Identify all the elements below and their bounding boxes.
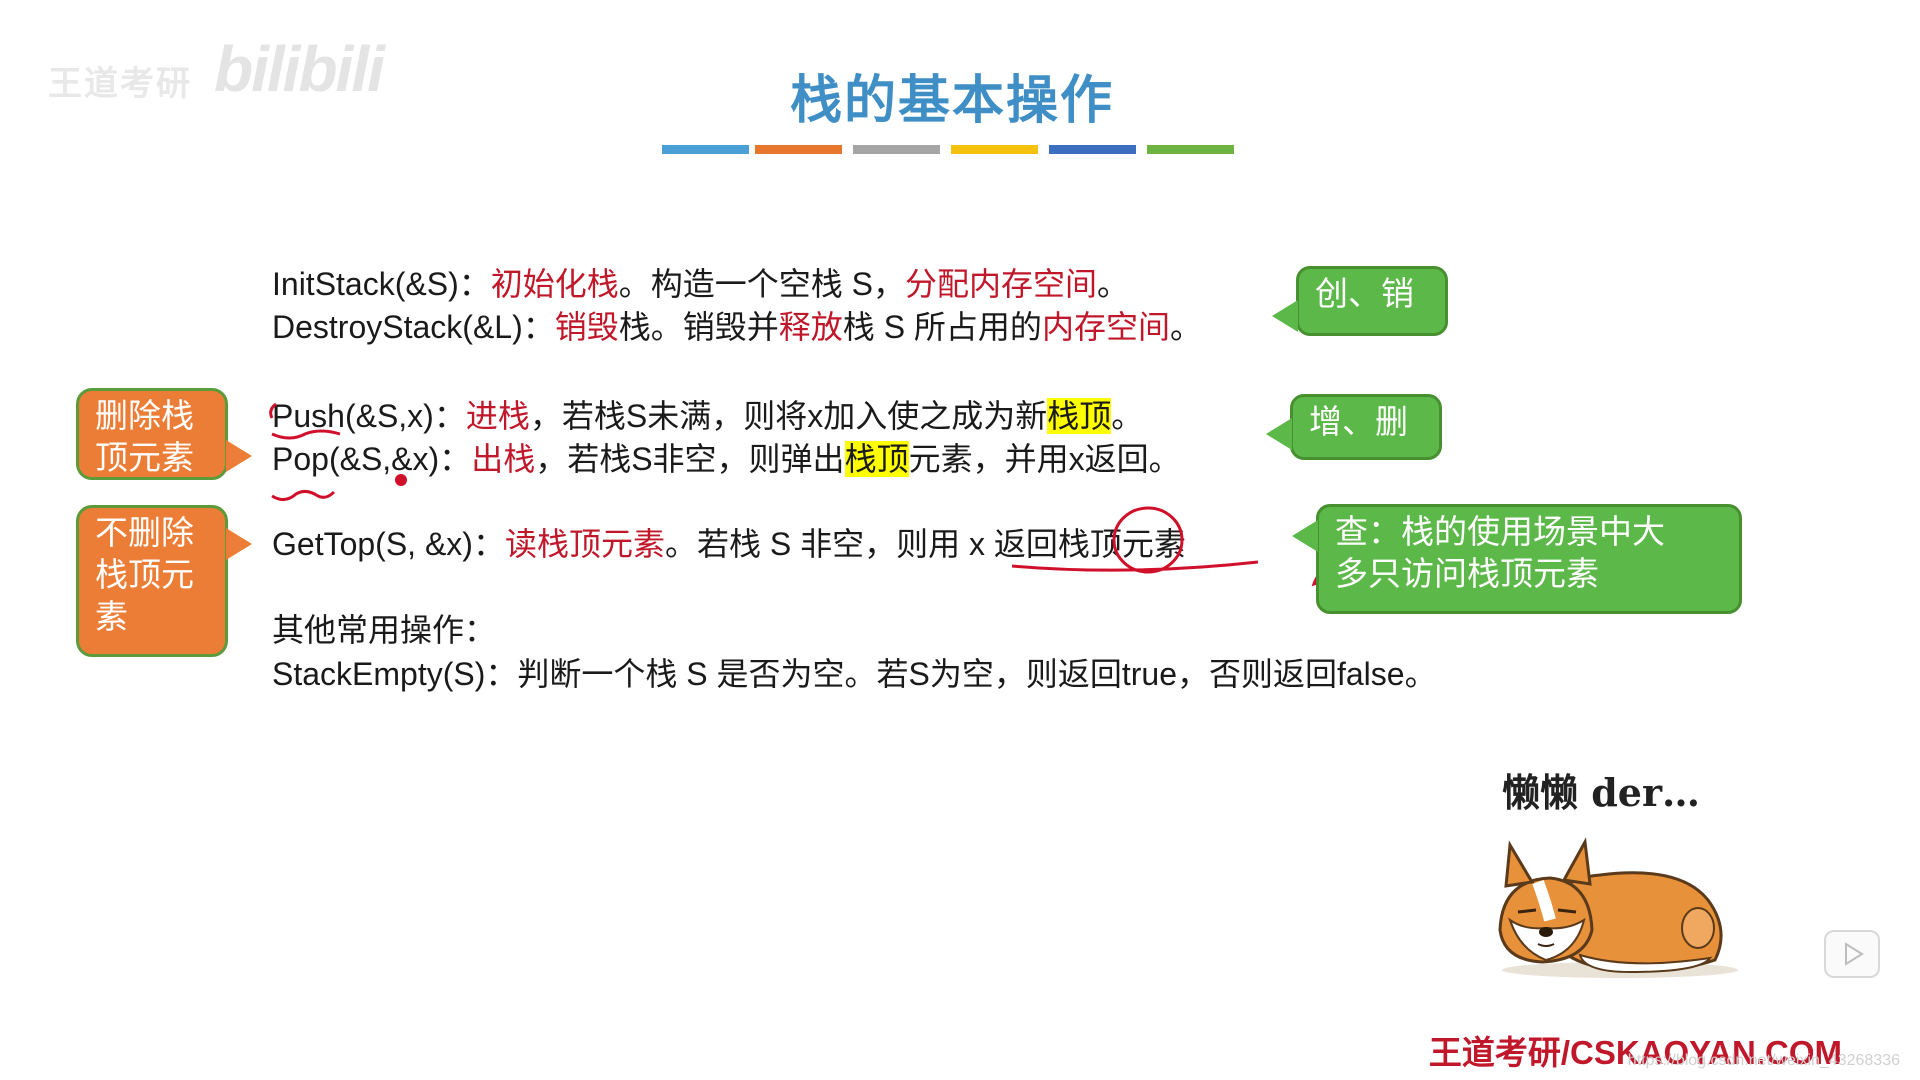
- query-pointer: [1292, 520, 1318, 552]
- no-delete-top-pointer: [226, 528, 252, 560]
- mascot-caption: 懒懒 der…: [1502, 770, 1700, 815]
- gettop-segment: 读栈顶元素: [504, 526, 665, 562]
- title-bar-segment: [1147, 145, 1234, 154]
- destroy-segment: 释放: [778, 309, 843, 345]
- stackempty-line: StackEmpty(S)：判断一个栈 S 是否为空。若S为空，则返回true，…: [272, 652, 1437, 696]
- push-segment: 栈顶: [1047, 398, 1112, 434]
- init-segment: 。: [1097, 266, 1130, 302]
- corgi-mascot-icon: [1498, 837, 1738, 978]
- delete-top-pointer: [226, 440, 252, 472]
- create-destroy-label: 创、销: [1315, 275, 1414, 312]
- pop-segment: 栈顶: [844, 441, 909, 477]
- init-segment: 分配内存空间: [905, 266, 1098, 302]
- destroy-segment: DestroyStack(&L)：: [272, 309, 555, 345]
- pop-segment: 出栈: [471, 441, 536, 477]
- delete-top-label: 删除栈顶元素: [95, 397, 194, 476]
- push-segment: ，若栈S未满，则将x加入使之成为新: [529, 398, 1048, 434]
- no-delete-top-bubble: 不删除栈顶元素: [76, 505, 228, 657]
- gettop-segment: 。若栈 S 非空，则用 x 返回栈顶元素: [664, 526, 1186, 562]
- watermark-text: 王道考研: [48, 65, 192, 103]
- bilibili-logo: bilibili: [214, 33, 385, 105]
- empty-segment: StackEmpty(S)：判断一个栈 S 是否为空。若S为空，则返回true，…: [272, 656, 1437, 692]
- other-ops-heading: 其他常用操作：: [272, 608, 496, 652]
- push-tick: [269, 402, 277, 419]
- gettop-circle: [1112, 506, 1184, 574]
- add-delete-bubble: 增、删: [1290, 394, 1442, 460]
- query-bubble: 查：栈的使用场景中大 多只访问栈顶元素: [1316, 504, 1742, 614]
- initstack-line: InitStack(&S)：初始化栈。构造一个空栈 S，分配内存空间。: [272, 262, 1129, 306]
- pop-segment: Pop(&S,&x)：: [272, 441, 472, 477]
- init-segment: 初始化栈: [490, 266, 619, 302]
- destroy-segment: 栈 S 所占用的: [842, 309, 1042, 345]
- title-bar-segment: [755, 145, 842, 154]
- gettop-line: GetTop(S, &x)：读栈顶元素。若栈 S 非空，则用 x 返回栈顶元素: [272, 522, 1186, 566]
- destroy-segment: 。: [1169, 309, 1202, 345]
- gettop-segment: GetTop(S, &x)：: [272, 526, 505, 562]
- no-delete-top-label: 不删除栈顶元素: [95, 514, 194, 635]
- pop-dot: [395, 474, 407, 486]
- add-delete-label: 增、删: [1309, 403, 1408, 440]
- push-segment: Push(&S,x)：: [272, 398, 466, 434]
- init-segment: InitStack(&S)：: [272, 266, 491, 302]
- push-segment: 进栈: [465, 398, 530, 434]
- destroy-segment: 销毁: [554, 309, 619, 345]
- title-bar-segment: [951, 145, 1038, 154]
- title-bar-segment: [1049, 145, 1136, 154]
- slide-title: 栈的基本操作: [789, 72, 1114, 130]
- delete-top-bubble: 删除栈顶元素: [76, 388, 228, 480]
- add-delete-pointer: [1266, 418, 1292, 450]
- play-icon: [1845, 942, 1864, 966]
- pop-underline: [271, 489, 336, 501]
- destroy-segment: 内存空间: [1041, 309, 1170, 345]
- init-segment: 。构造一个空栈 S，: [618, 266, 905, 302]
- pop-segment: ，若栈S非空，则弹出: [535, 441, 845, 477]
- pop-line: Pop(&S,&x)：出栈，若栈S非空，则弹出栈顶元素，并用x返回。: [272, 437, 1181, 481]
- title-bar-segment: [853, 145, 940, 154]
- destroystack-line: DestroyStack(&L)：销毁栈。销毁并释放栈 S 所占用的内存空间。: [272, 305, 1202, 349]
- query-label-line2: 多只访问栈顶元素: [1335, 555, 1599, 592]
- play-button[interactable]: [1824, 930, 1880, 978]
- push-segment: 。: [1111, 398, 1144, 434]
- query-label-line1: 查：栈的使用场景中大: [1335, 513, 1665, 550]
- destroy-segment: 栈。销毁并: [618, 309, 779, 345]
- title-bar-segment: [662, 145, 749, 154]
- push-line: Push(&S,x)：进栈，若栈S未满，则将x加入使之成为新栈顶。: [272, 394, 1143, 438]
- create-destroy-bubble: 创、销: [1296, 266, 1448, 336]
- create-destroy-pointer: [1272, 300, 1298, 332]
- other-segment: 其他常用操作：: [272, 612, 497, 648]
- faint-url-watermark: https://blog.csdn.net/weixin_43268336: [1627, 1052, 1900, 1069]
- footer-brand: 王道考研/CSKAOYAN.COM: [1428, 1034, 1842, 1071]
- push-underline: [271, 429, 341, 440]
- pop-segment: 元素，并用x返回。: [908, 441, 1181, 477]
